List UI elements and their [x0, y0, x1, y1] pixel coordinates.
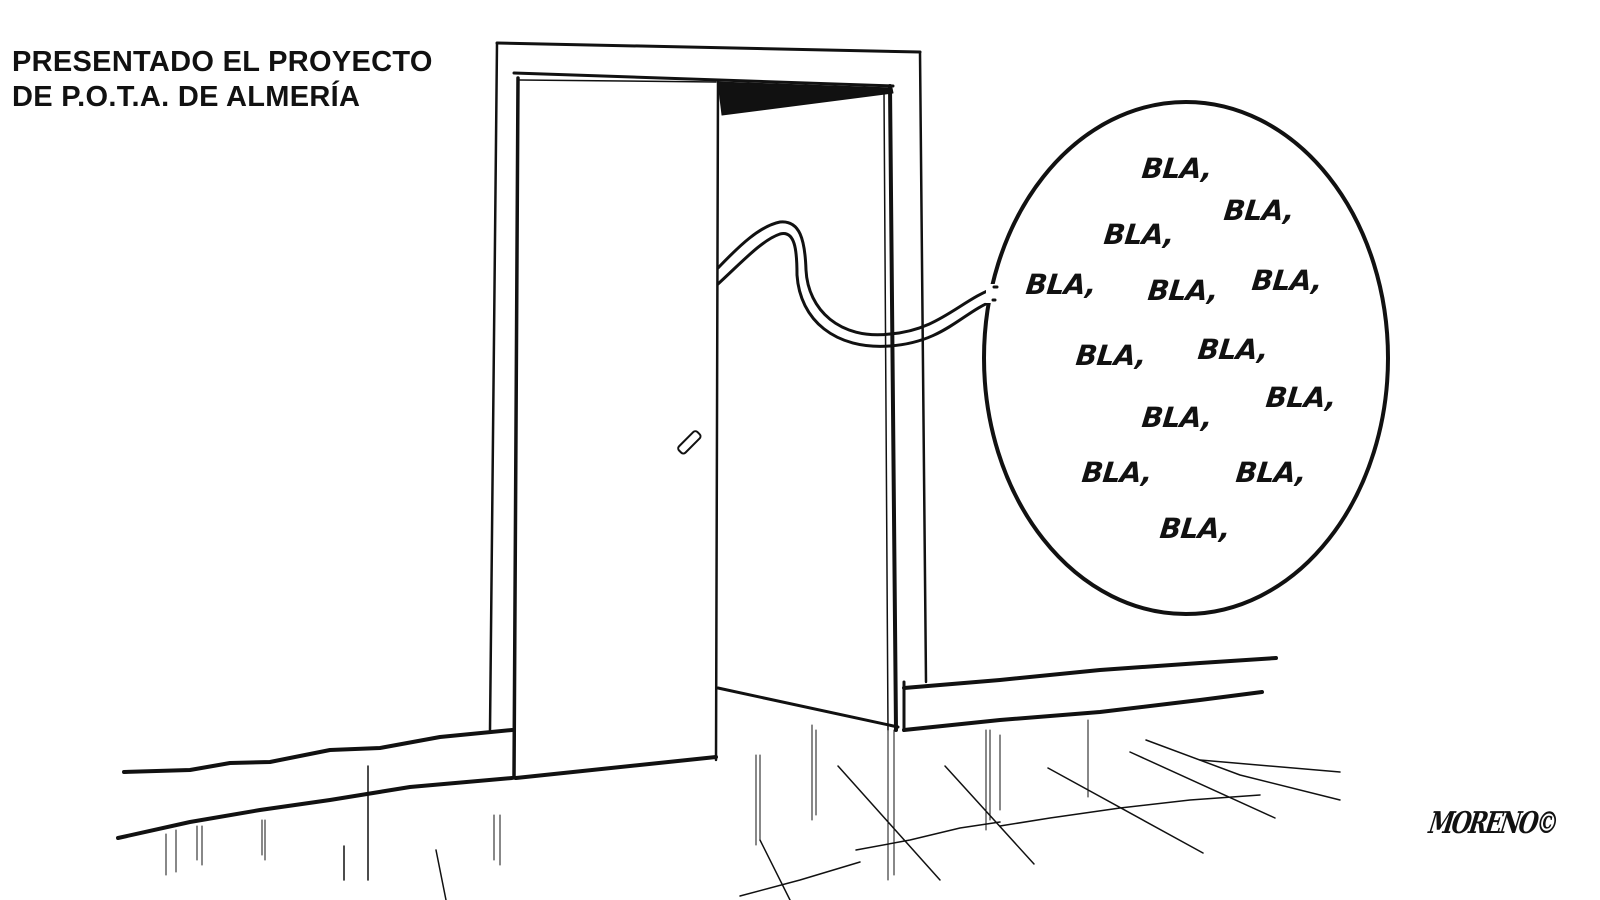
headline-line-1: PRESENTADO EL PROYECTO [12, 46, 433, 78]
bla-word: BLA, [1140, 401, 1214, 434]
open-door [514, 79, 720, 780]
bla-word: BLA, [1102, 218, 1176, 251]
bla-word: BLA, [1234, 456, 1308, 489]
bla-word: BLA, [1080, 456, 1154, 489]
bla-word: BLA, [1222, 194, 1296, 227]
skirting-boards [116, 656, 1278, 840]
bla-word: BLA, [1158, 512, 1232, 545]
bla-word: BLA, [1250, 264, 1324, 297]
door-handle [677, 430, 702, 455]
bla-word: BLA, [1146, 274, 1220, 307]
bla-word: BLA, [1264, 381, 1338, 414]
cartoon-headline: PRESENTADO EL PROYECTO DE P.O.T.A. DE AL… [12, 45, 433, 115]
bla-word: BLA, [1024, 268, 1098, 301]
bla-word: BLA, [1140, 152, 1214, 185]
door-top-shadow [717, 81, 894, 116]
door-frame [488, 41, 928, 780]
headline-line-2: DE P.O.T.A. DE ALMERÍA [12, 81, 361, 113]
balloon-tail [716, 220, 999, 348]
floor-reflections [165, 719, 1089, 881]
bla-word: BLA, [1196, 333, 1270, 366]
speech-balloon [982, 100, 1390, 616]
artist-signature: MORENO© [1426, 806, 1560, 841]
bla-word: BLA, [1074, 339, 1148, 372]
floor-lines [343, 739, 1341, 900]
